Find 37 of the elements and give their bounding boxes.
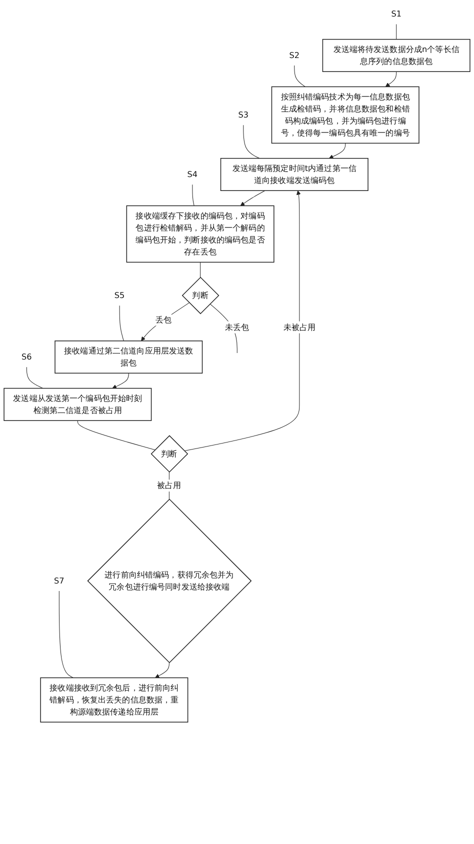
arrow	[328, 142, 346, 159]
node-box: 接收端接收到冗余包后，进行前向纠错解码，恢复出丢失的信息数据，重构源端数据传递给应用层	[40, 677, 188, 723]
connector	[119, 305, 124, 342]
node-box: 发送端将待发送数据分成n个等长信息序列的信息数据包	[322, 38, 470, 72]
node-text: S2	[289, 50, 300, 60]
arrow	[155, 662, 170, 678]
arrow	[112, 372, 129, 389]
connector	[192, 184, 194, 206]
edge-label: 未丢包	[225, 322, 250, 332]
connector	[294, 65, 306, 87]
edge-label: 未被占用	[283, 322, 316, 332]
arrow	[385, 71, 397, 87]
arrow	[240, 190, 266, 206]
connector	[200, 262, 201, 278]
arrow	[141, 302, 190, 342]
connector	[396, 24, 397, 40]
node-box: 按照纠错编码技术为每一信息数据包生成检错码，并将信息数据包和检错码构成编码包，并为编码包进行编号，使得每一编码包具有唯一的编号	[271, 86, 420, 144]
node-diamond: 判断	[182, 276, 220, 314]
edge-label: 丢包	[155, 314, 172, 324]
node-box: 发送端从发送第一个编码包开始时刻检测第二信道是否被占用	[4, 388, 152, 421]
node-text: S6	[22, 352, 32, 362]
node-text: S1	[391, 9, 402, 19]
node-text: S3	[238, 110, 249, 120]
node-box: 发送端每隔预定时间t内通过第一信道向接收端发送编码包	[220, 158, 368, 191]
node-text: S5	[114, 290, 125, 300]
connector	[58, 590, 74, 678]
arrow	[184, 190, 301, 452]
node-diamond: 判断	[150, 435, 188, 473]
connector	[77, 420, 156, 450]
node-diamond: 进行前向纠错编码，获得冗余包并为冗余包进行编号同时发送给接收端	[87, 498, 252, 664]
connector	[26, 366, 44, 389]
node-box: 接收端缓存下接收的编码包，对编码包进行检错解码，并从第一个解码的编码包开始，判断接收的编码包是否存在丢包	[126, 205, 274, 263]
node-box: 接收端通过第二信道向应用层发送数据包	[54, 340, 203, 374]
connector	[243, 124, 260, 159]
node-text: S4	[187, 169, 198, 180]
node-text: S7	[54, 576, 64, 586]
edge-label: 被占用	[157, 480, 182, 490]
